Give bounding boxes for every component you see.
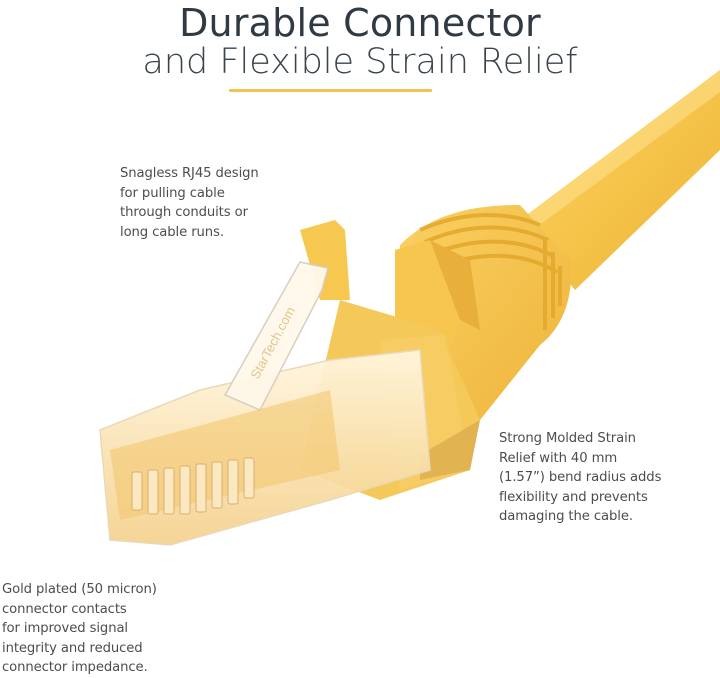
page-title-line-1: Durable Connector bbox=[179, 1, 541, 45]
cable bbox=[520, 70, 720, 290]
rj45-plug bbox=[99, 349, 431, 546]
title-underline bbox=[229, 89, 432, 92]
callout-gold-contacts: Gold plated (50 micron) connector contac… bbox=[2, 582, 157, 676]
page-title-line-2: and Flexible Strain Relief bbox=[142, 42, 578, 82]
callout-snagless-design: Snagless RJ45 design for pulling cable t… bbox=[120, 166, 259, 240]
callout-strain-relief: Strong Molded Strain Relief with 40 mm (… bbox=[499, 431, 662, 525]
